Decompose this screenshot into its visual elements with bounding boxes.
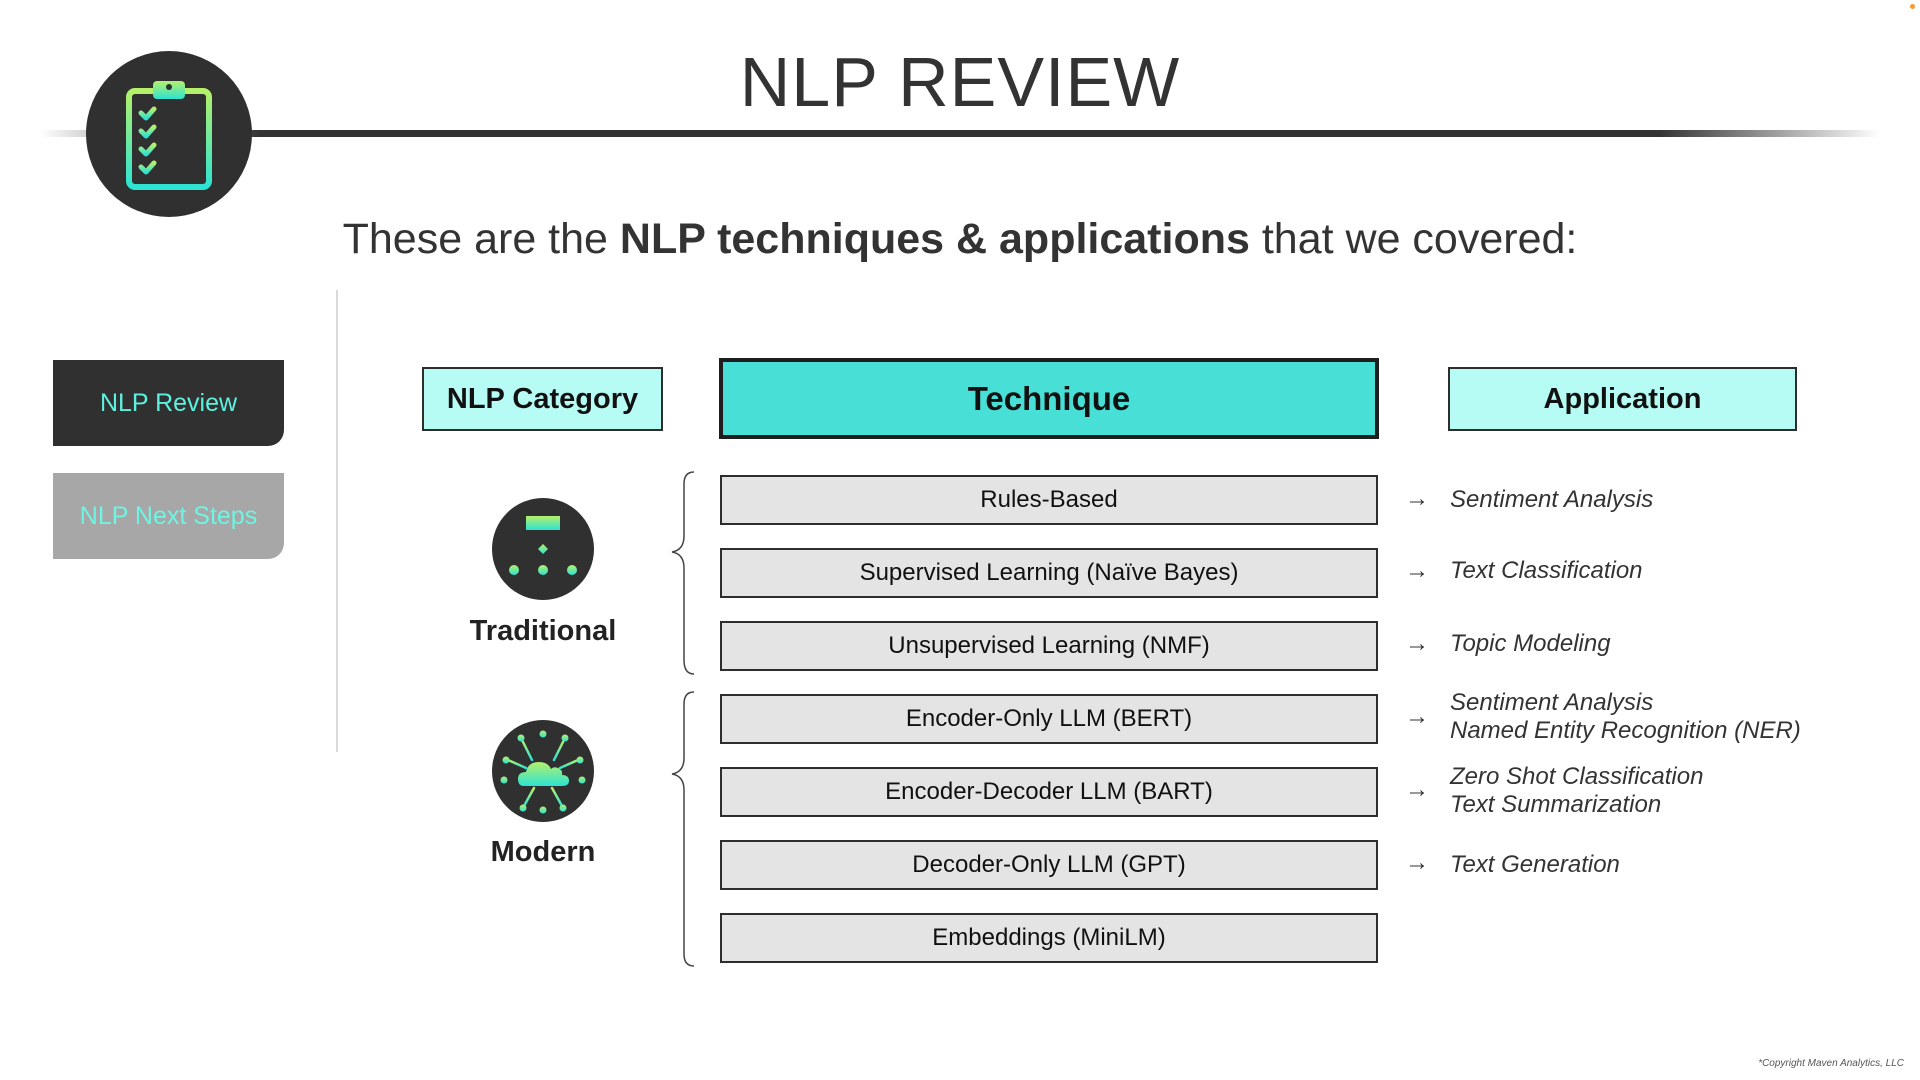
category-label-traditional: Traditional — [469, 615, 617, 647]
subtitle-text-pre: These are the — [342, 215, 620, 263]
arrow-icon: → — [1405, 485, 1429, 512]
technique-encoder-decoder-llm: Encoder-Decoder LLM (BART) — [720, 767, 1378, 817]
section-logo — [86, 51, 252, 217]
hierarchy-icon — [509, 516, 577, 575]
header-nlp-category: NLP Category — [422, 367, 663, 431]
arrow-icon: → — [1405, 703, 1429, 730]
sidebar-divider — [336, 290, 338, 752]
category-label-modern: Modern — [490, 836, 596, 868]
technique-decoder-only-llm: Decoder-Only LLM (GPT) — [720, 840, 1378, 890]
application-item: Topic Modeling — [1450, 630, 1611, 657]
technique-encoder-only-llm: Encoder-Only LLM (BERT) — [720, 694, 1378, 744]
clipboard-checklist-icon — [126, 81, 212, 190]
modern-category-icon — [492, 720, 594, 822]
corner-dot — [1910, 4, 1915, 9]
application-item: Sentiment Analysis — [1450, 689, 1654, 716]
arrow-icon: → — [1405, 849, 1429, 876]
technique-embeddings: Embeddings (MiniLM) — [720, 913, 1378, 963]
category-braces — [671, 471, 695, 967]
application-item: Zero Shot Classification — [1450, 763, 1704, 790]
cloud-network-icon — [500, 730, 586, 814]
sidebar-item-nlp-review[interactable]: NLP Review — [53, 360, 284, 446]
subtitle-text-post: that we covered: — [1249, 215, 1578, 263]
application-item: Text Summarization — [1450, 791, 1662, 818]
application-item: Text Generation — [1450, 851, 1620, 878]
application-item: Named Entity Recognition (NER) — [1450, 717, 1801, 744]
application-item: Text Classification — [1450, 557, 1643, 584]
subtitle-text-bold: NLP techniques & applications — [619, 215, 1250, 263]
arrow-icon: → — [1405, 557, 1429, 584]
header-technique: Technique — [719, 358, 1379, 439]
header-application: Application — [1448, 367, 1797, 431]
title-divider — [40, 130, 1880, 137]
arrow-icon: → — [1405, 776, 1429, 803]
traditional-category-icon — [492, 498, 594, 600]
application-item: Sentiment Analysis — [1450, 486, 1654, 513]
technique-rules-based: Rules-Based — [720, 475, 1378, 525]
arrow-icon: → — [1405, 630, 1429, 657]
copyright-notice: *Copyright Maven Analytics, LLC — [1758, 1058, 1904, 1069]
page-title: NLP REVIEW — [739, 43, 1181, 121]
technique-unsupervised-learning: Unsupervised Learning (NMF) — [720, 621, 1378, 671]
sidebar-item-nlp-next-steps[interactable]: NLP Next Steps — [53, 473, 284, 559]
slide-subtitle: These are the NLP techniques & applicati… — [0, 215, 1920, 264]
technique-supervised-learning: Supervised Learning (Naïve Bayes) — [720, 548, 1378, 598]
